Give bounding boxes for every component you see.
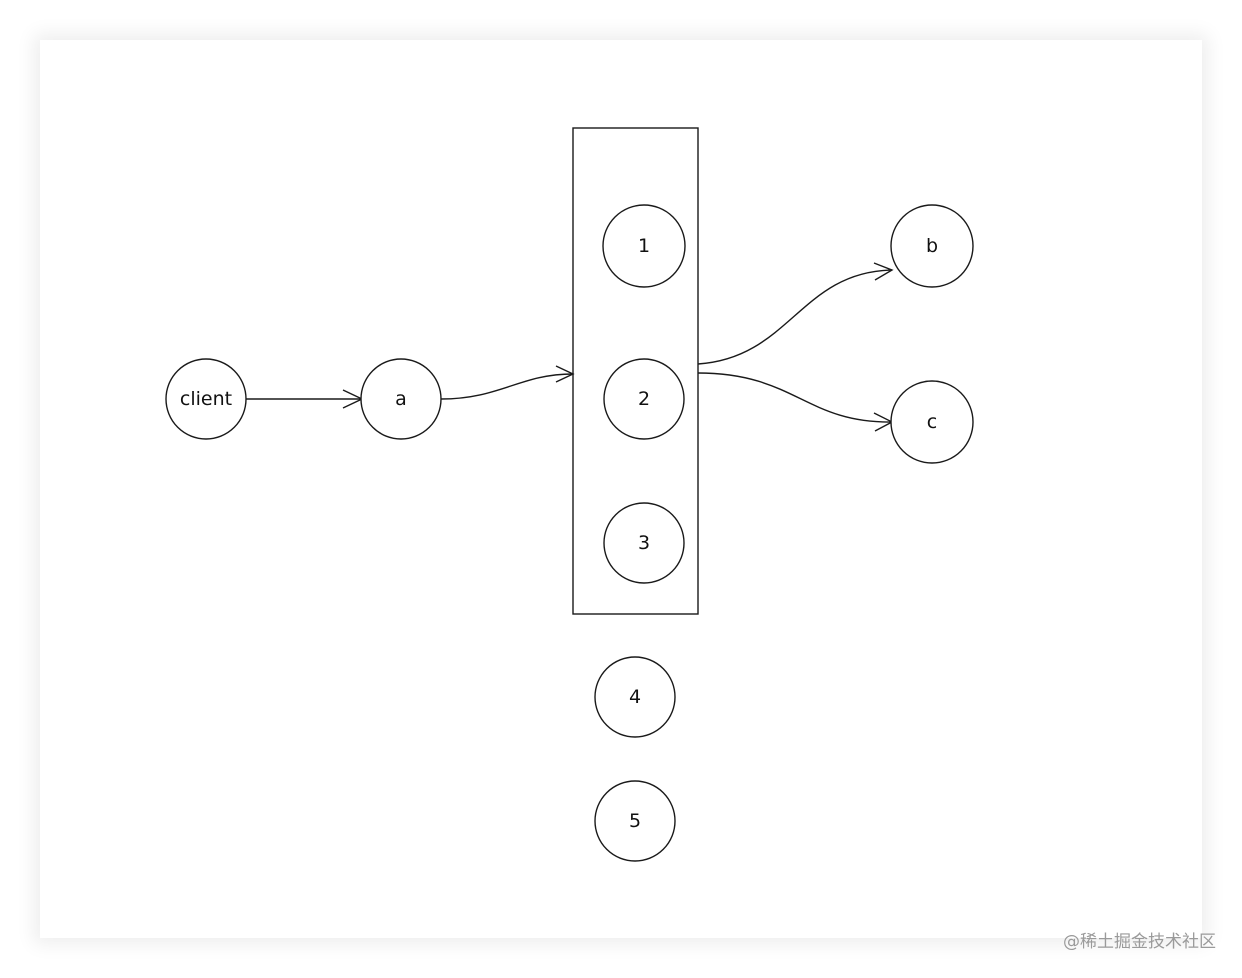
watermark-text: @稀土掘金技术社区 (1063, 932, 1216, 952)
node-3-label: 3 (638, 532, 650, 554)
group-box (572, 127, 699, 615)
node-b: b (890, 204, 974, 288)
node-5-label: 5 (629, 810, 641, 832)
edge-a-group (440, 373, 574, 400)
arrowhead-a-group (555, 365, 575, 383)
node-2: 2 (603, 358, 685, 440)
node-3: 3 (603, 502, 685, 584)
node-client-label: client (180, 388, 232, 410)
node-4-label: 4 (629, 686, 641, 708)
edge-group-b (697, 269, 893, 365)
edge-group-c (697, 372, 893, 423)
node-a-label: a (395, 388, 407, 410)
node-a: a (360, 358, 442, 440)
node-client: client (165, 358, 247, 440)
node-c: c (890, 380, 974, 464)
node-2-label: 2 (638, 388, 650, 410)
node-5: 5 (594, 780, 676, 862)
node-1-label: 1 (638, 235, 650, 257)
arrowhead-group-b (873, 262, 894, 281)
node-4: 4 (594, 656, 676, 738)
node-b-label: b (926, 235, 938, 257)
node-c-label: c (927, 411, 937, 433)
node-1: 1 (602, 204, 686, 288)
